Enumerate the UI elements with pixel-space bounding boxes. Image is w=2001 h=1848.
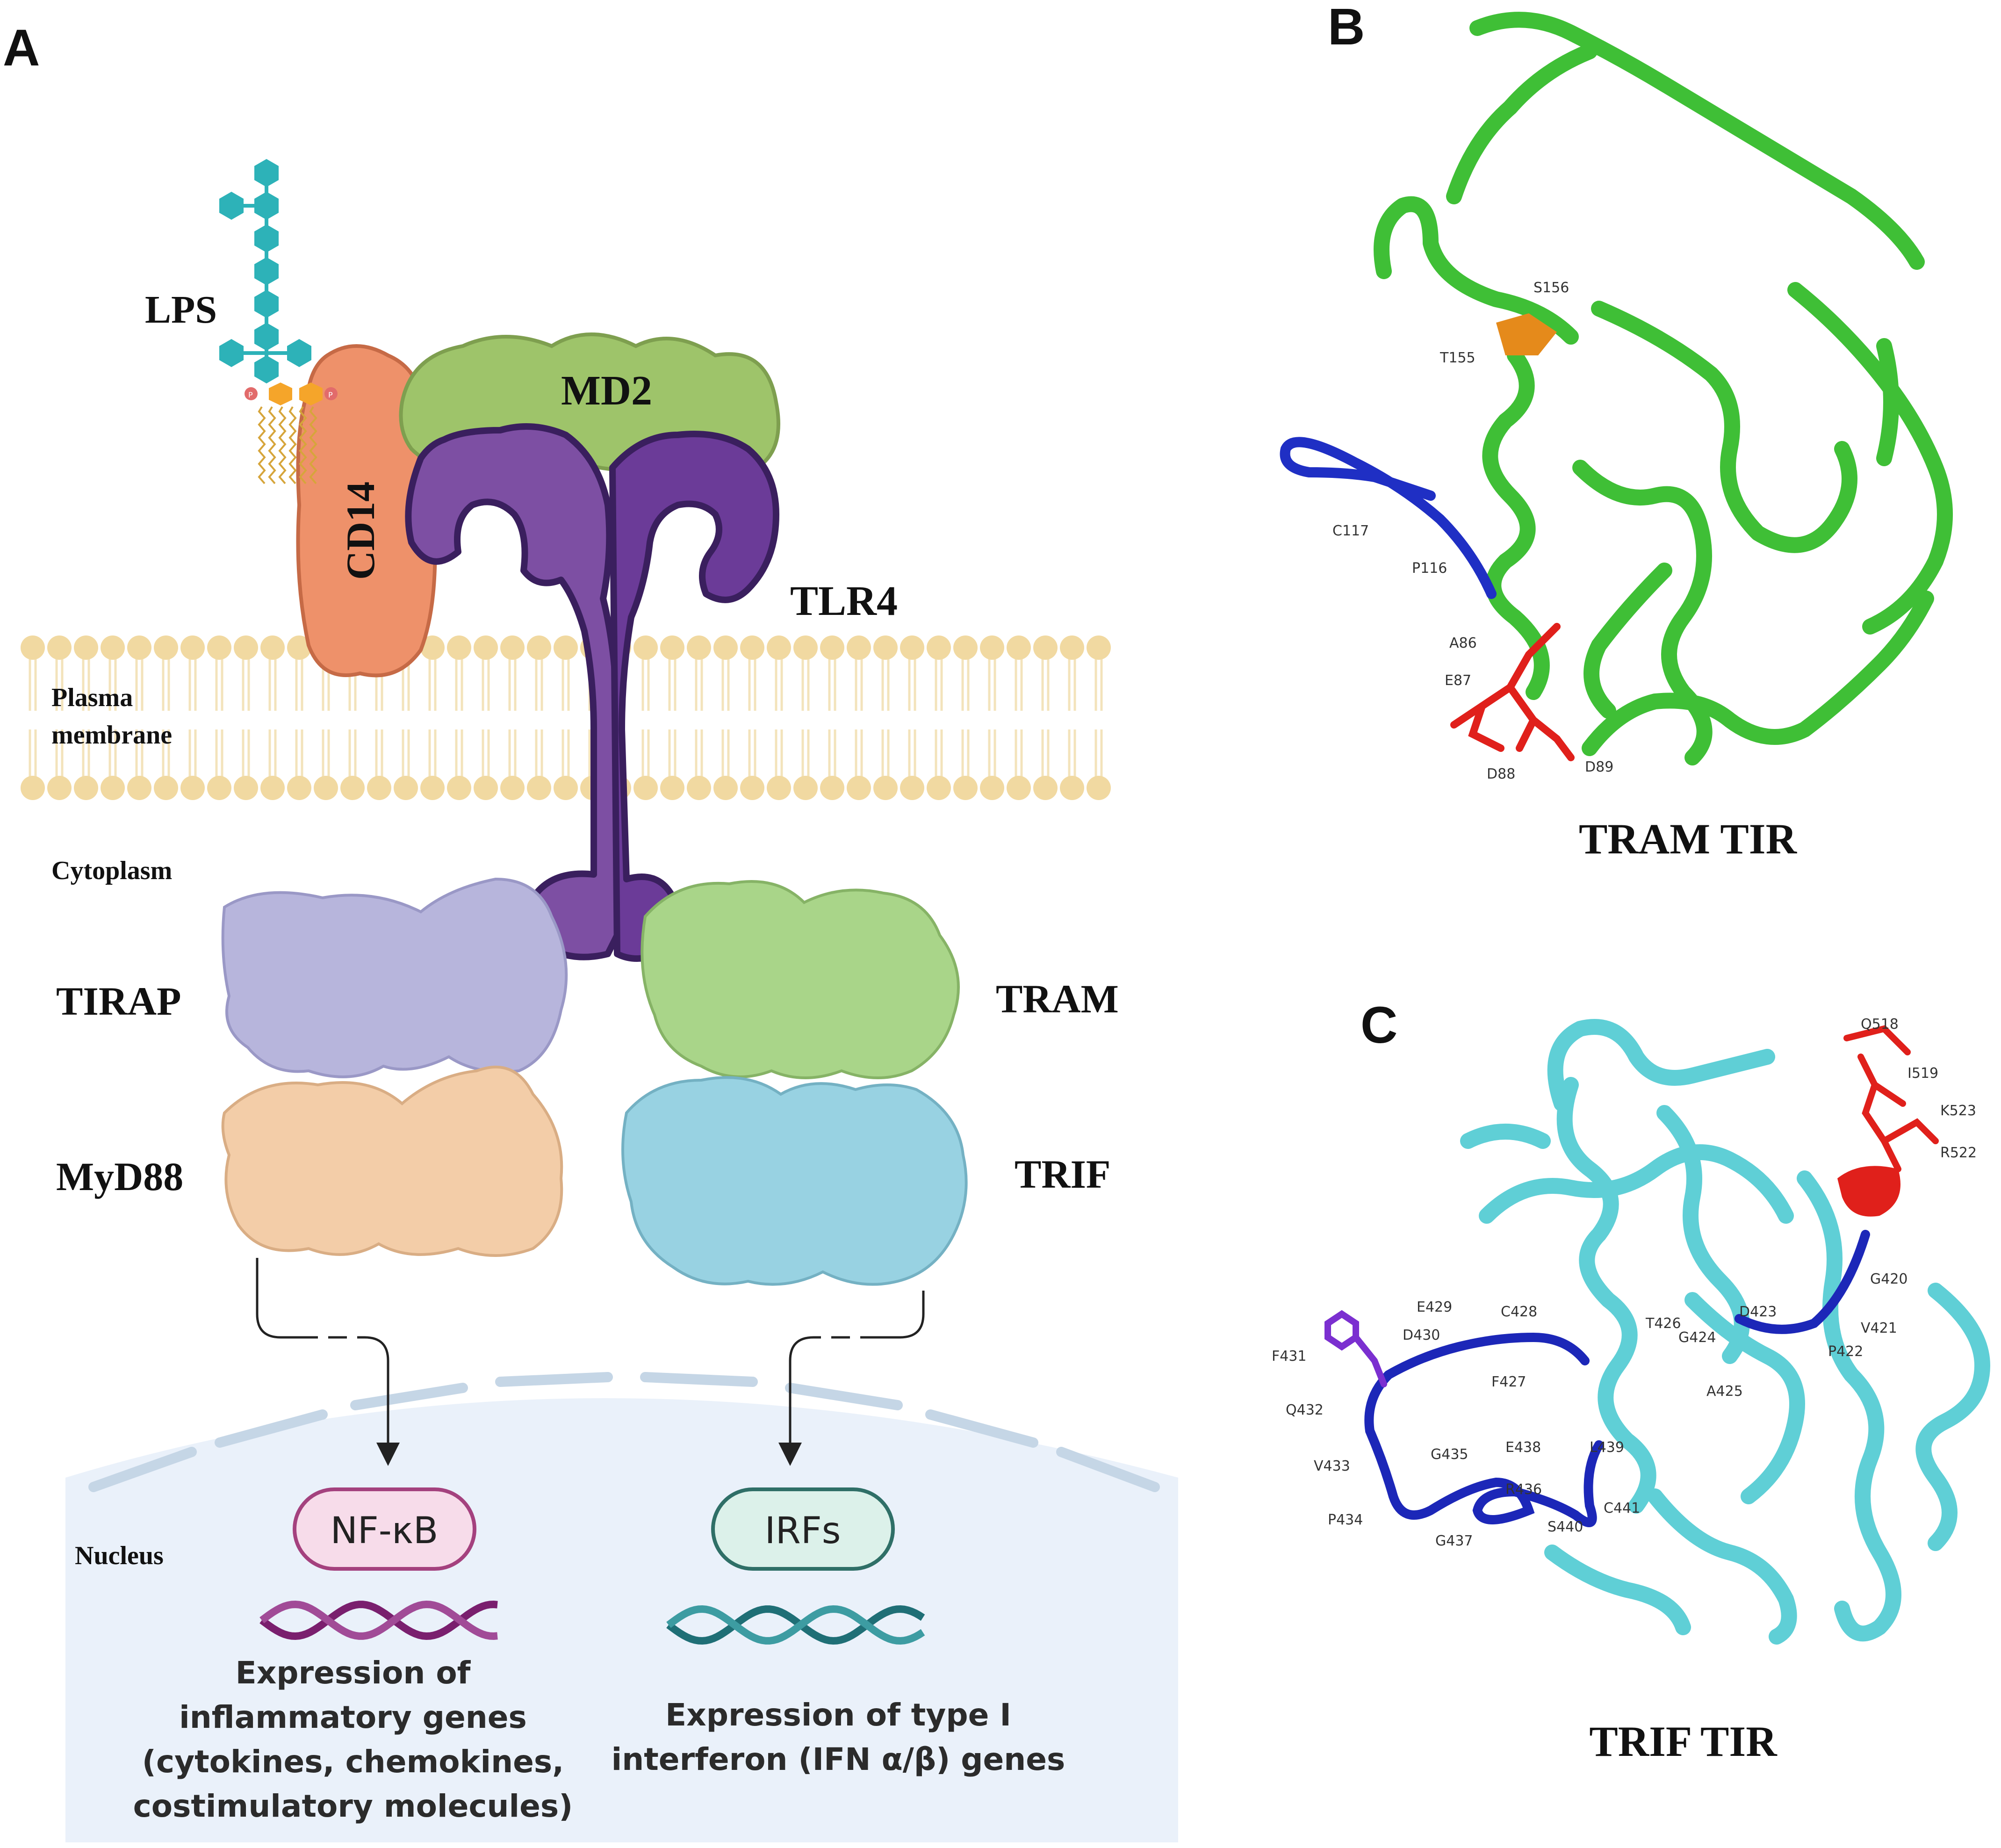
nfkb-label: NF-κB: [331, 1510, 439, 1552]
inflammatory-output-line-2: inflammatory genes: [179, 1699, 527, 1735]
lps-label: LPS: [145, 288, 217, 332]
residue-label: F431: [1272, 1348, 1307, 1364]
trif-label: TRIF: [1015, 1152, 1110, 1197]
panel-c-letter: C: [1360, 996, 1397, 1054]
trif-signal-arrow: [778, 1291, 925, 1466]
panel-a-letter: A: [3, 19, 40, 77]
panel-a: A CD14 MD2 TLR4: [3, 19, 1178, 1842]
residue-label: G435: [1431, 1446, 1468, 1463]
cytoplasm-label: Cytoplasm: [51, 856, 172, 885]
tram-tir-title: TRAM TIR: [1579, 815, 1798, 863]
trif-residue-labels: Q518 I519 K523 R522 G420 V421 P422 D423 …: [1272, 1016, 1977, 1549]
trif-highlight-red: [1837, 1025, 1939, 1217]
residue-label: C428: [1501, 1304, 1537, 1320]
residue-label: D423: [1739, 1304, 1777, 1320]
tram-label: TRAM: [996, 976, 1119, 1021]
membrane-label-line2: membrane: [51, 721, 172, 750]
residue-label: D89: [1585, 759, 1613, 775]
residue-label: D88: [1487, 766, 1515, 782]
residue-label: G424: [1678, 1329, 1716, 1346]
tram-protein: [641, 880, 960, 1079]
trif-protein: [621, 1076, 968, 1286]
residue-label: V421: [1861, 1320, 1897, 1336]
tlr4-label: TLR4: [790, 578, 898, 624]
residue-label: G420: [1870, 1271, 1908, 1287]
panel-b-letter: B: [1328, 0, 1365, 56]
tram-loop-blue: [1280, 437, 1497, 599]
lps-molecule: P P: [219, 159, 338, 484]
residue-label: A86: [1449, 635, 1477, 651]
residue-label: Q432: [1286, 1402, 1324, 1418]
panel-c: C: [1272, 996, 1990, 1765]
trif-loop-blue: [1364, 1230, 1870, 1527]
residue-label: Q518: [1861, 1016, 1899, 1032]
myd88-signal-arrow: [256, 1258, 400, 1466]
interferon-output-line-1: Expression of type I: [665, 1697, 1011, 1733]
residue-label: T155: [1440, 350, 1476, 366]
cd14-label: CD14: [338, 482, 383, 580]
inflammatory-output-line-3: (cytokines, chemokines,: [142, 1744, 564, 1780]
trif-tir-ribbon: [1460, 1019, 1990, 1645]
tirap-label: TIRAP: [56, 979, 181, 1024]
myd88-protein: [221, 1065, 563, 1257]
residue-label: S440: [1548, 1519, 1583, 1535]
irfs-box: [711, 1487, 895, 1571]
nuclear-envelope: [88, 1372, 1160, 1492]
residue-label: P422: [1828, 1343, 1863, 1360]
nucleus-label: Nucleus: [75, 1541, 164, 1570]
residue-label: L439: [1590, 1439, 1624, 1456]
tlr4-dimer: [405, 423, 779, 962]
interferon-output-line-2: interferon (IFN α/β) genes: [612, 1741, 1065, 1777]
tram-tir-ribbon: [1374, 12, 1953, 765]
residue-label: D430: [1403, 1327, 1440, 1343]
residue-label: P434: [1328, 1512, 1363, 1528]
irfs-label: IRFs: [765, 1510, 841, 1552]
residue-label: P116: [1412, 560, 1447, 577]
inflammatory-output-text: Expression of inflammatory genes (cytoki…: [133, 1655, 573, 1824]
inflammatory-output-line-4: costimulatory molecules): [133, 1788, 573, 1824]
residue-label: R436: [1505, 1481, 1542, 1498]
residue-label: V433: [1314, 1458, 1350, 1474]
residue-label: R522: [1940, 1145, 1977, 1161]
interferon-output-text: Expression of type I interferon (IFN α/β…: [612, 1697, 1065, 1777]
residue-label: G437: [1435, 1533, 1473, 1549]
inflammatory-output-line-1: Expression of: [236, 1655, 471, 1691]
tram-highlight-orange: [1496, 313, 1557, 355]
residue-label: E87: [1445, 672, 1471, 689]
myd88-label: MyD88: [56, 1154, 183, 1199]
trif-tir-title: TRIF TIR: [1589, 1718, 1778, 1765]
residue-label: F427: [1491, 1374, 1526, 1390]
panel-b: B S156 T155 C117 P116 A86: [1280, 0, 1953, 863]
md2-label: MD2: [561, 368, 652, 414]
trif-highlight-purple: [1324, 1310, 1387, 1387]
phosphate-left-label: P: [248, 390, 253, 399]
nfkb-box: [293, 1487, 476, 1571]
residue-label: I519: [1907, 1065, 1938, 1082]
dna-left: [259, 1600, 498, 1640]
residue-label: S156: [1533, 280, 1569, 296]
plasma-membrane: [21, 635, 1111, 800]
residue-label: K523: [1940, 1103, 1976, 1119]
residue-label: T426: [1645, 1315, 1681, 1332]
tram-residue-labels: S156 T155 C117 P116 A86 E87 D88 D89: [1332, 280, 1613, 782]
residue-label: E438: [1505, 1439, 1541, 1456]
membrane-label-line1: Plasma: [51, 683, 133, 712]
residue-label: A425: [1706, 1383, 1743, 1400]
residue-label: C441: [1604, 1500, 1640, 1516]
tirap-protein: [221, 877, 568, 1078]
residue-label: C117: [1332, 523, 1369, 539]
dna-right: [666, 1605, 925, 1645]
residue-label: E429: [1417, 1299, 1452, 1315]
phosphate-right-label: P: [328, 390, 333, 399]
tram-highlight-red: [1450, 623, 1575, 761]
